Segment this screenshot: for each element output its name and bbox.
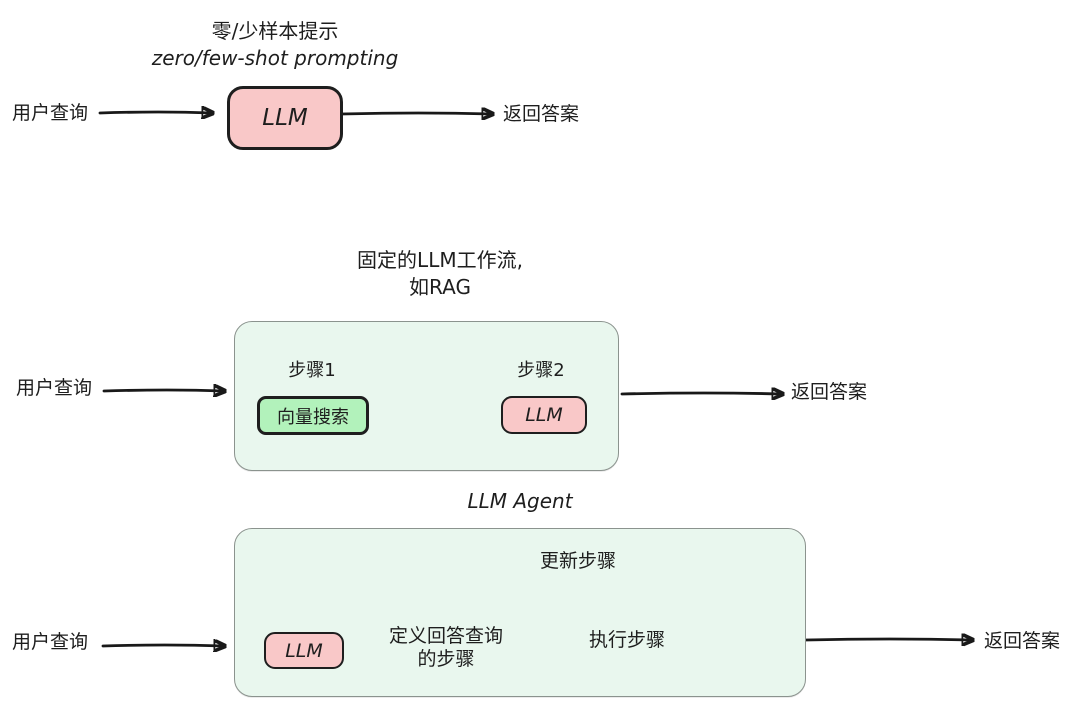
agent-llm-node: LLM [264,632,344,669]
agent-container [234,528,806,697]
vector-search-node-label: 向量搜索 [277,406,349,428]
arrow-zero-shot-output [339,113,492,114]
agent-define-step-line2: 的步骤 [417,648,475,670]
arrow-zero-shot-input [98,112,212,113]
workflow-output-label: 返回答案 [791,381,868,403]
llm-node-label: LLM [525,404,563,426]
zero-shot-llm-node: LLM [227,86,343,150]
zero-shot-title-zh: 零/少样本提示 [211,19,339,43]
zero-shot-title: 零/少样本提示 zero/few-shot prompting [140,18,410,72]
workflow-title-line2: 如RAG [409,275,471,299]
agent-input-label: 用户查询 [12,631,89,653]
workflow-vector-search-node: 向量搜索 [257,396,369,435]
llm-node-label: LLM [285,639,323,662]
arrow-workflow-output [620,393,782,394]
agent-define-step-line1: 定义回答查询 [388,625,503,647]
agent-execute-step-label: 执行步骤 [589,629,666,651]
agent-update-step-label: 更新步骤 [540,550,617,572]
arrow-agent-output [804,639,972,640]
zero-shot-output-label: 返回答案 [503,103,580,125]
workflow-title-line1: 固定的LLM工作流, [357,248,523,272]
agent-title: LLM Agent [467,489,573,513]
agent-output-label: 返回答案 [984,630,1061,652]
zero-shot-input-label: 用户查询 [12,102,89,124]
llm-node-label: LLM [262,105,308,131]
workflow-step2-label: 步骤2 [517,360,565,381]
workflow-llm-node: LLM [501,396,587,434]
arrow-agent-input [101,645,224,646]
workflow-input-label: 用户查询 [16,377,93,399]
workflow-title: 固定的LLM工作流, 如RAG [320,247,560,301]
arrow-workflow-input [102,390,224,391]
agent-define-step-label: 定义回答查询 的步骤 [384,625,508,671]
workflow-step1-label: 步骤1 [288,360,336,381]
zero-shot-title-en: zero/few-shot prompting [151,46,399,70]
